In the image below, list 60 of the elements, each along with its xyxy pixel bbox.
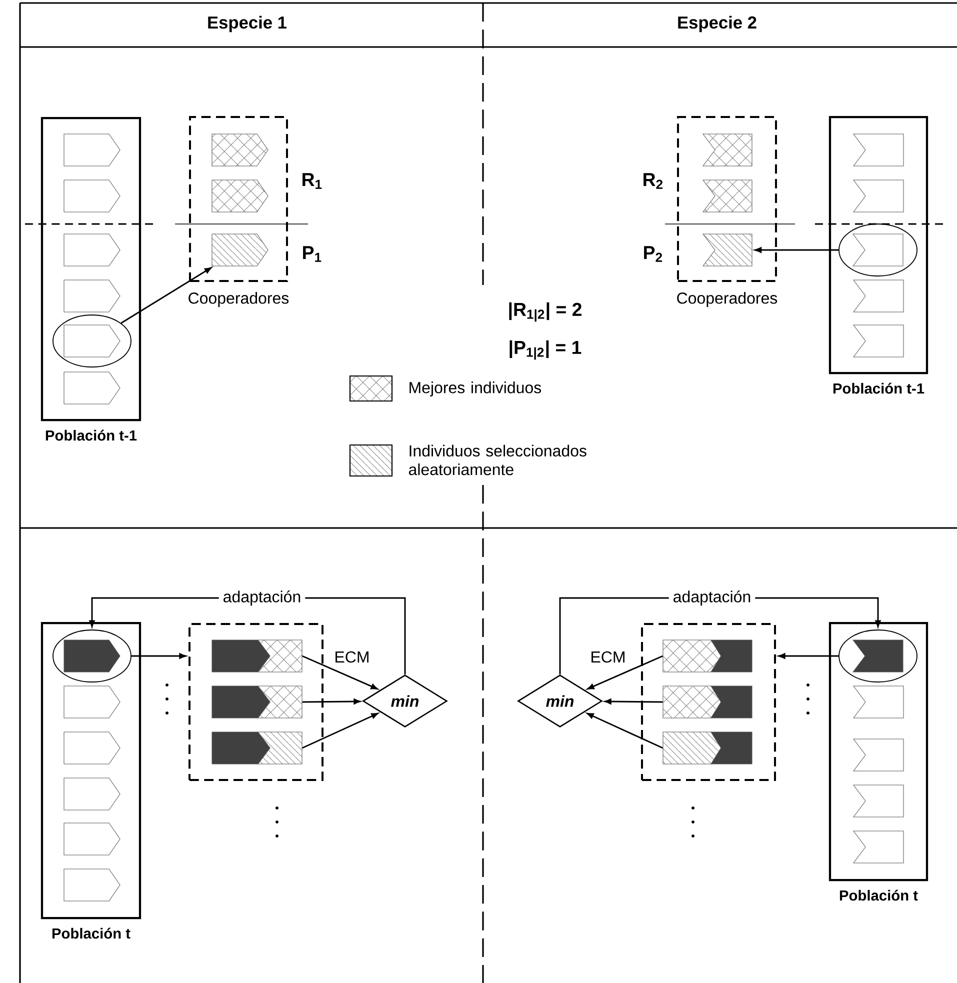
arrow	[587, 655, 664, 690]
best-individual	[702, 134, 752, 166]
node-label: Cooperadores	[188, 292, 289, 307]
arrow	[131, 653, 186, 659]
set-label: P$_{1}$	[303, 246, 322, 262]
set-label: R$_{2}$	[644, 173, 663, 189]
individual-pair	[710, 640, 752, 672]
cooperators-box: Cooperadores	[677, 116, 778, 307]
arrow	[302, 698, 361, 704]
arrow	[778, 653, 839, 659]
individual-pair	[212, 640, 270, 672]
edge-label: ECM	[330, 647, 374, 667]
legend-text: Mejores individuos	[410, 382, 542, 396]
edge-label: adaptación	[218, 586, 306, 610]
best-individual	[212, 180, 268, 212]
best-individual	[702, 180, 752, 212]
set-size: |R$_{1|2}$| = 2	[509, 302, 582, 322]
population-box: Población t	[828, 622, 928, 901]
arrow	[586, 712, 664, 749]
node-label: Cooperadores	[677, 292, 778, 307]
node-label: Población t-1	[833, 382, 924, 394]
header: Especie 1	[208, 16, 286, 32]
set-label: P$_{2}$	[644, 246, 662, 262]
node-label: Población t-1	[46, 430, 137, 441]
individual-pair	[710, 686, 752, 718]
evaluation-box	[188, 623, 324, 781]
edge-label: ECM	[586, 647, 630, 667]
individual-pair	[662, 686, 722, 718]
individual-pair	[662, 732, 722, 764]
individual-pair	[257, 732, 302, 764]
selected-individual	[52, 314, 132, 368]
cooperators-box: Cooperadores	[188, 116, 289, 307]
edge-label: adaptación	[668, 586, 756, 610]
set-label: R$_{1}$	[302, 173, 322, 189]
individual-pair	[257, 686, 302, 718]
legend-text: Individuos seleccionados aleatoriamente	[408, 444, 586, 476]
arrow	[302, 655, 378, 690]
individual-pair	[257, 640, 302, 672]
node-label: Población t	[840, 890, 918, 901]
random-individual	[702, 234, 752, 266]
individual-pair	[710, 732, 752, 764]
best-individual	[212, 134, 268, 166]
population-box: Población t-1	[828, 116, 928, 394]
population-box: Población t-1	[40, 116, 142, 441]
selected-individual	[52, 630, 132, 682]
arrow	[120, 267, 212, 324]
individual-pair	[662, 640, 722, 672]
individual-pair	[212, 686, 270, 718]
arrow	[604, 698, 663, 704]
arrow	[302, 712, 378, 749]
selected-individual	[838, 224, 918, 276]
set-size: |P$_{1|2}$| = 1	[510, 340, 582, 360]
evaluation-box	[641, 623, 776, 781]
header: Especie 2	[678, 16, 756, 32]
selected-individual	[838, 630, 918, 682]
population-box: Población t	[40, 622, 142, 939]
individual-pair	[212, 732, 270, 764]
random-individual	[212, 234, 268, 266]
node-label: Población t	[52, 928, 130, 939]
arrow	[754, 247, 839, 253]
